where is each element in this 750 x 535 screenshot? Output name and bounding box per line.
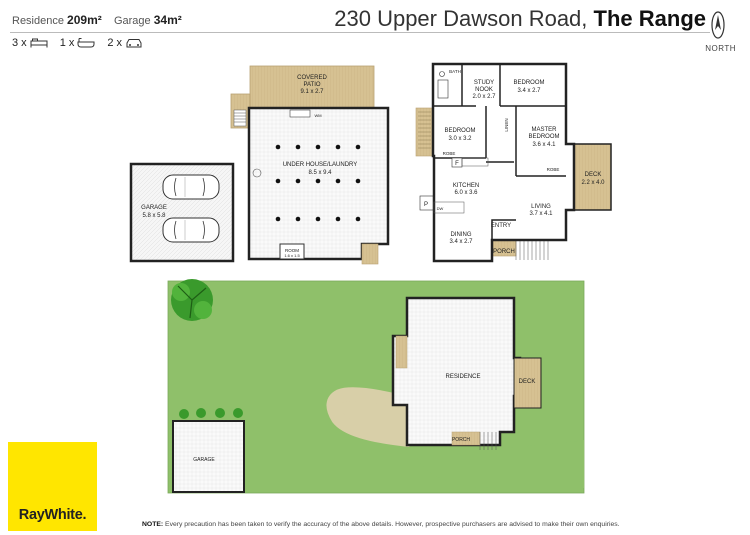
under-house-name: UNDER HOUSE/LAUNDRY: [283, 162, 358, 168]
linen-label: LINEN: [504, 118, 509, 131]
master-dims: 3.6 x 4.1: [532, 142, 556, 148]
ray-white-logo: RayWhite.: [8, 442, 97, 531]
bath-name: BATH: [449, 69, 461, 74]
bed-icon: [30, 38, 48, 48]
robe-right-label: ROBE: [547, 167, 560, 172]
patio-name: COVERED: [297, 75, 327, 81]
porch-name: PORCH: [493, 249, 515, 255]
dining-name: DINING: [451, 232, 472, 238]
pantry-label: P: [424, 202, 428, 208]
site-plan: DECK PORCH RESIDENCE GARAGE: [167, 279, 585, 494]
kitchen-name: KITCHEN: [453, 183, 479, 189]
master-name: MASTER: [531, 127, 557, 133]
garage-dims: 5.8 x 5.8: [142, 213, 166, 219]
bedroom-count: 3 x: [12, 37, 48, 49]
garage-name: GARAGE: [141, 205, 167, 211]
car-icon: [126, 38, 142, 47]
master-name-2: BEDROOM: [528, 134, 559, 140]
header-rule: [10, 32, 710, 33]
bathroom-count-text: 1 x: [59, 37, 75, 49]
study-dims: 2.0 x 2.7: [472, 94, 496, 100]
suburb: The Range: [593, 6, 706, 31]
fridge-label: F: [455, 161, 459, 167]
bath-icon: [77, 38, 95, 48]
bathroom-count: 1 x: [60, 37, 96, 49]
garage-label: Garage: [113, 15, 151, 27]
street-address: 230 Upper Dawson Road,: [334, 6, 588, 31]
study-name-2: NOOK: [475, 87, 493, 93]
living-name: LIVING: [531, 204, 551, 210]
deck-name: DECK: [585, 172, 602, 178]
garage-area: 34m²: [153, 13, 182, 27]
bedroom-left-name: BEDROOM: [444, 128, 475, 134]
site-porch-label: PORCH: [452, 437, 470, 443]
stairs-icon: [233, 109, 247, 127]
north-arrow-icon: [711, 11, 725, 39]
logo-text: RayWhite.: [18, 507, 87, 523]
garage-plan: GARAGE 5.8 x 5.8: [129, 162, 235, 263]
robe-left-label: ROBE: [443, 151, 456, 156]
site-deck-label: DECK: [519, 379, 536, 385]
living-dims: 3.7 x 4.1: [529, 211, 553, 217]
upper-level-plan: DECK 2.2 x 4.0 PORCH BATH STUDY NOOK 2.0…: [415, 62, 612, 263]
deck-dims: 2.2 x 4.0: [581, 180, 605, 186]
residence-area: 209m²: [67, 13, 102, 27]
north-label: NORTH: [705, 44, 736, 53]
note-text: Every precaution has been taken to verif…: [165, 521, 620, 528]
room-dims: 1.6 x 1.5: [284, 253, 300, 258]
bedroom-left-dims: 3.0 x 3.2: [448, 136, 472, 142]
page-title: 230 Upper Dawson Road, The Range: [334, 6, 706, 32]
entry-label: ENTRY: [491, 223, 511, 229]
residence-label: Residence: [12, 15, 64, 27]
room-name: ROOM: [285, 248, 299, 253]
dishwasher-label: DW: [437, 206, 444, 211]
tree-icon: [171, 279, 213, 321]
site-garage-label: GARAGE: [193, 457, 215, 463]
study-name: STUDY: [474, 80, 494, 86]
car-top-view-1: [162, 174, 220, 200]
property-stats: Residence 209m² Garage 34m²: [12, 13, 182, 27]
feature-counts: 3 x 1 x 2 x: [12, 37, 149, 49]
disclaimer-note: NOTE: Every precaution has been taken to…: [142, 521, 620, 528]
car-count-text: 2 x: [107, 37, 123, 49]
bedroom-count-text: 3 x: [12, 37, 27, 49]
washing-machine-label: WM: [314, 113, 321, 118]
under-house-dims: 8.5 x 9.4: [308, 170, 332, 176]
patio-dims: 9.1 x 2.7: [300, 89, 324, 95]
car-top-view-2: [162, 217, 220, 243]
shrub-row: [179, 408, 243, 419]
site-residence-label: RESIDENCE: [445, 374, 480, 380]
car-count: 2 x: [107, 37, 143, 49]
bedroom-top-dims: 3.4 x 2.7: [517, 88, 541, 94]
north-indicator: [706, 10, 730, 45]
support-posts: [275, 144, 361, 222]
patio-name-2: PATIO: [303, 82, 320, 88]
lower-level-plan: COVERED PATIO 9.1 x 2.7 ROOM 1.6 x 1.5 W…: [230, 65, 390, 265]
dining-dims: 3.4 x 2.7: [449, 239, 473, 245]
bedroom-top-name: BEDROOM: [513, 80, 544, 86]
kitchen-dims: 6.0 x 3.6: [454, 190, 478, 196]
note-label: NOTE:: [142, 521, 164, 528]
